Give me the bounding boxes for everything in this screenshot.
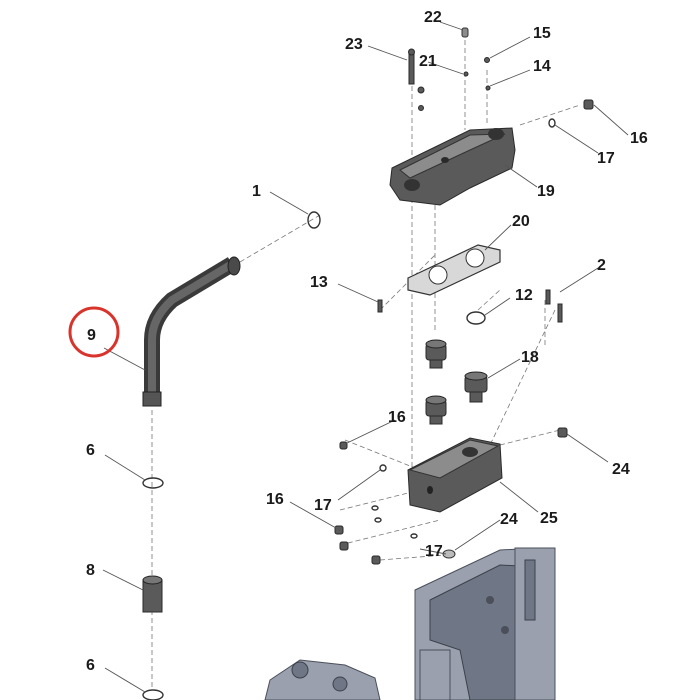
small-fasteners-top <box>417 57 594 128</box>
part-12-o-ring <box>466 311 486 325</box>
callout-1: 1 <box>252 183 261 200</box>
callout-21: 21 <box>419 53 437 70</box>
callout-24-right: 24 <box>612 461 630 478</box>
assembly-axes <box>151 40 581 690</box>
callout-14: 14 <box>533 58 551 75</box>
engine-housing <box>414 547 556 700</box>
callout-2: 2 <box>597 257 606 274</box>
callout-19: 19 <box>537 183 555 200</box>
part-6-clamp-upper <box>142 477 164 489</box>
part-13-screw <box>377 299 383 313</box>
callout-17-middle: 17 <box>314 497 332 514</box>
part-1-o-ring <box>307 211 321 229</box>
callout-9: 9 <box>87 327 96 344</box>
callout-24-lower: 24 <box>500 511 518 528</box>
callout-17-lower: 17 <box>425 543 443 560</box>
part-6-clamp-lower <box>142 689 164 700</box>
callout-16-right: 16 <box>630 130 648 147</box>
part-9-hose <box>142 256 241 407</box>
part-2-bolt <box>545 289 563 323</box>
engine-component-bottom <box>264 659 381 700</box>
leader-lines <box>102 21 629 693</box>
callout-6-lower: 6 <box>86 657 95 674</box>
callout-6-upper: 6 <box>86 442 95 459</box>
part-18-valve <box>464 371 488 403</box>
part-22-pin <box>461 27 469 38</box>
callout-20: 20 <box>512 213 530 230</box>
valve-lower <box>425 395 447 425</box>
callout-22: 22 <box>424 9 442 26</box>
part-25-lower-block <box>407 437 503 513</box>
callout-25: 25 <box>540 510 558 527</box>
callout-15: 15 <box>533 25 551 42</box>
callout-8: 8 <box>86 562 95 579</box>
valve-upper <box>425 339 447 369</box>
callout-16-left: 16 <box>266 491 284 508</box>
part-8-coupling <box>142 575 163 613</box>
part-20-gasket <box>407 244 501 296</box>
callout-13: 13 <box>310 274 328 291</box>
callout-labels: 1 2 6 6 8 9 12 13 14 15 16 16 16 17 17 1… <box>86 9 648 674</box>
callout-18: 18 <box>521 349 539 366</box>
part-23-long-bolt <box>408 48 415 85</box>
callout-9-highlight-circle <box>68 306 120 358</box>
callout-17-right: 17 <box>597 150 615 167</box>
part-19-top-block <box>389 127 516 206</box>
callout-23: 23 <box>345 36 363 53</box>
callout-12: 12 <box>515 287 533 304</box>
callout-16-middle: 16 <box>388 409 406 426</box>
